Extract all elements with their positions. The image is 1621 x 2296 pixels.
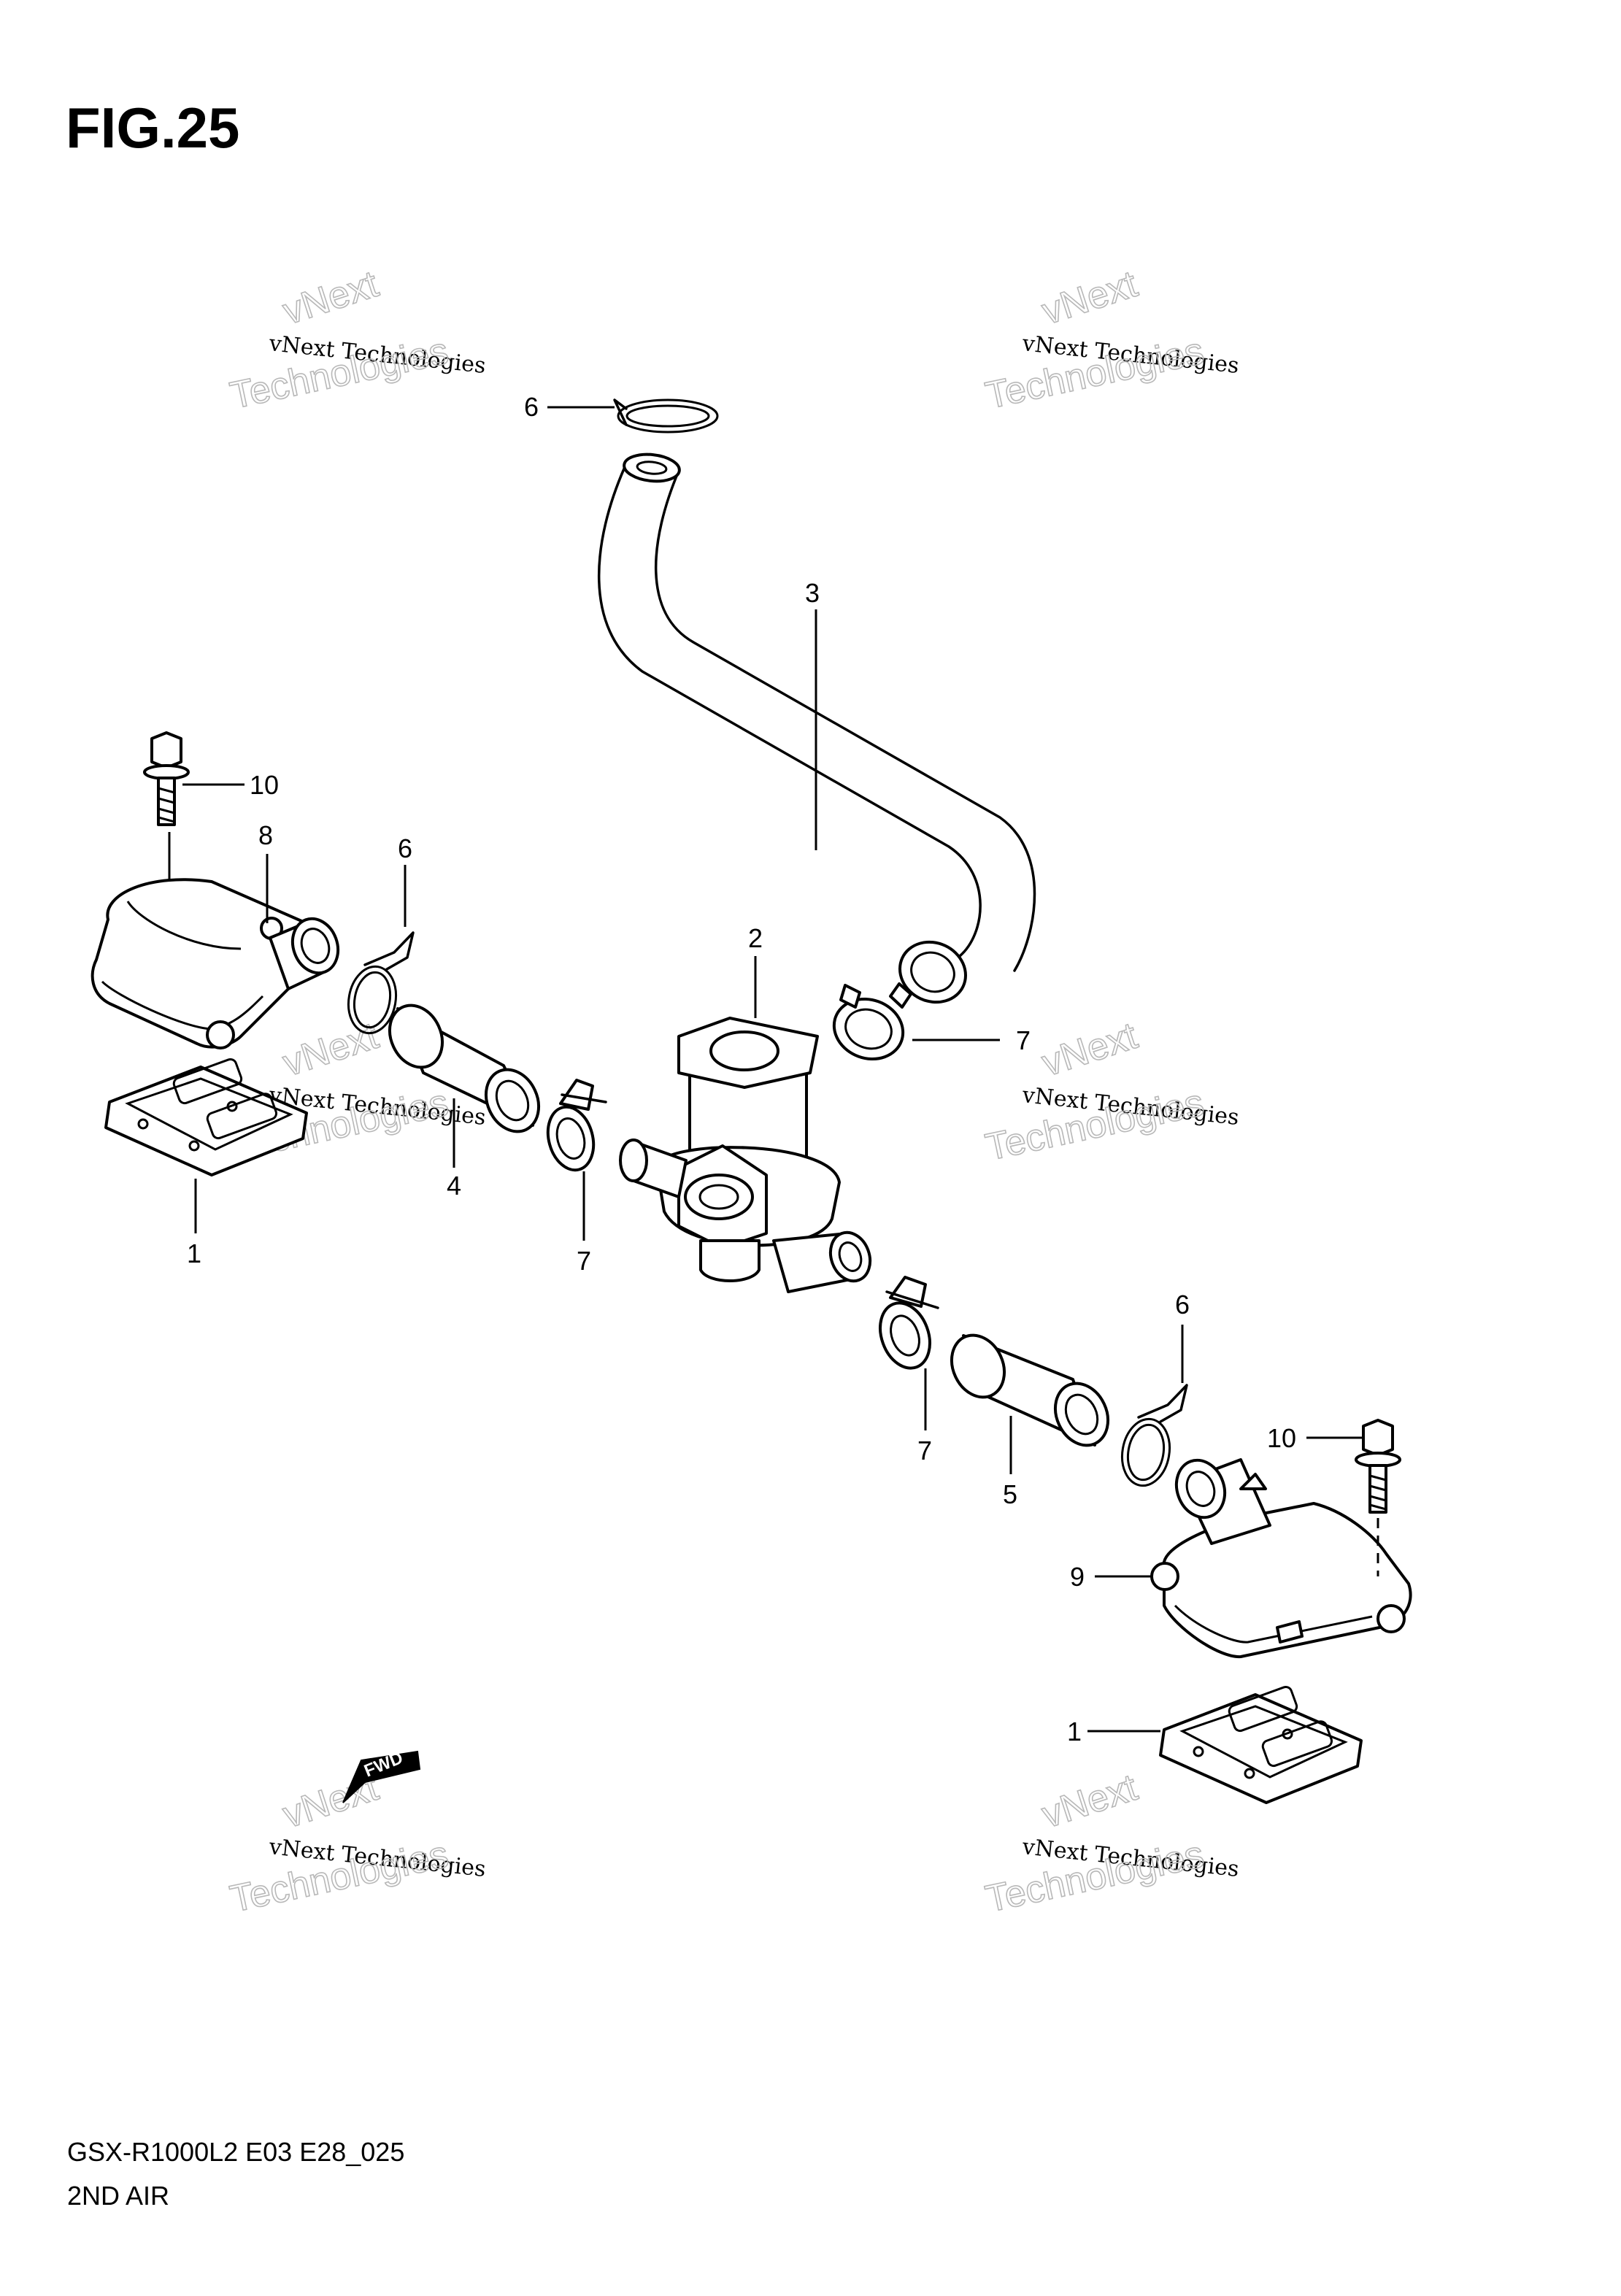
watermark-top-left: vNext vNext Technologies Technologies xyxy=(226,262,488,417)
watermark-top-right: vNext vNext Technologies Technologies xyxy=(982,262,1241,417)
air-valve-2 xyxy=(619,1017,872,1293)
callout-7-lower: 7 xyxy=(917,1436,932,1465)
valve-cover-9 xyxy=(1150,1458,1412,1659)
callout-7-left: 7 xyxy=(577,1246,591,1276)
svg-text:vNext: vNext xyxy=(278,1014,384,1085)
bolt-10-left xyxy=(143,731,190,826)
callout-6-top: 6 xyxy=(524,392,539,422)
callout-6-left: 6 xyxy=(398,833,412,863)
section-name: 2ND AIR xyxy=(67,2181,170,2211)
callout-10-left: 10 xyxy=(250,770,279,800)
callout-1-right: 1 xyxy=(1067,1717,1082,1746)
callouts: 6 3 10 8 6 2 7 4 1 7 6 7 10 5 9 1 xyxy=(187,392,1296,1746)
callout-8: 8 xyxy=(258,820,273,850)
model-code: GSX-R1000L2 E03 E28_025 xyxy=(67,2137,405,2167)
callout-1-left: 1 xyxy=(187,1238,201,1268)
reed-plate-1-left xyxy=(104,1058,308,1176)
svg-text:vNext: vNext xyxy=(278,263,384,333)
clamp-7-lower xyxy=(879,1276,939,1370)
callout-10-right: 10 xyxy=(1267,1423,1296,1453)
callout-9: 9 xyxy=(1070,1562,1085,1592)
clip-6-right xyxy=(1120,1384,1188,1487)
hose-4 xyxy=(388,1003,540,1133)
callout-7-upper: 7 xyxy=(1016,1025,1031,1055)
leader-lines xyxy=(168,406,1379,1733)
hose-3 xyxy=(597,452,1036,1004)
valve-cover-8 xyxy=(91,878,340,1049)
clamp-7-upper xyxy=(832,982,912,1061)
clip-6-left xyxy=(347,931,415,1035)
clamp-7-left xyxy=(546,1079,607,1172)
svg-text:vNext: vNext xyxy=(1037,263,1143,333)
svg-text:vNext: vNext xyxy=(1037,1766,1143,1836)
callout-5: 5 xyxy=(1003,1479,1017,1509)
callout-6-right: 6 xyxy=(1175,1290,1190,1320)
reed-plate-1-right xyxy=(1159,1685,1363,1804)
callout-2: 2 xyxy=(748,923,763,953)
callout-4: 4 xyxy=(447,1171,461,1201)
figure-title: FIG.25 xyxy=(66,96,240,160)
callout-3: 3 xyxy=(805,578,820,608)
watermark-bottom-right: vNext vNext Technologies Technologies xyxy=(982,1765,1241,1921)
svg-text:vNext: vNext xyxy=(1037,1014,1143,1085)
hose-5 xyxy=(950,1333,1109,1447)
bolt-10-right xyxy=(1355,1419,1401,1514)
clip-6-top xyxy=(613,398,719,434)
